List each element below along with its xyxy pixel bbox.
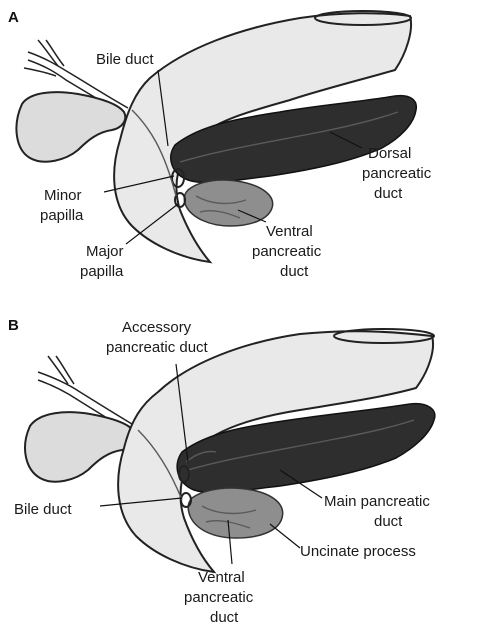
- panel-a-label-ventral-3: duct: [280, 263, 309, 280]
- panel-a-label-minor-2: papilla: [40, 207, 84, 224]
- panel-b-letter: B: [8, 317, 19, 334]
- panel-a-label-minor-1: Minor: [44, 187, 82, 204]
- panel-a-letter: A: [8, 9, 19, 26]
- panel-b-label-ventral-1: Ventral: [198, 569, 245, 586]
- panel-b-label-bile-duct: Bile duct: [14, 501, 72, 518]
- panel-a-label-major-1: Major: [86, 243, 124, 260]
- panel-b-label-ventral-2: pancreatic: [184, 589, 254, 606]
- panel-a-label-dorsal-1: Dorsal: [368, 145, 411, 162]
- panel-a-label-major-2: papilla: [80, 263, 124, 280]
- panel-b-label-accessory-2: pancreatic duct: [106, 339, 209, 356]
- panel-a-label-ventral-2: pancreatic: [252, 243, 322, 260]
- panel-a-gallbladder: [16, 92, 125, 162]
- panel-a-label-ventral-1: Ventral: [266, 223, 313, 240]
- panel-b-label-main-1: Main pancreatic: [324, 493, 430, 510]
- panel-b: B Accessory pan: [8, 317, 435, 626]
- panel-b-label-uncinate: Uncinate process: [300, 543, 416, 560]
- panel-a-label-dorsal-2: pancreatic: [362, 165, 432, 182]
- panel-a-label-dorsal-3: duct: [374, 185, 403, 202]
- panel-b-uncinate-leader: [270, 524, 300, 548]
- panel-a: A Bile duct D: [8, 9, 432, 280]
- panel-b-label-ventral-3: duct: [210, 609, 239, 626]
- panel-b-label-main-2: duct: [374, 513, 403, 530]
- panel-b-label-accessory-1: Accessory: [122, 319, 192, 336]
- panel-a-label-bile-duct: Bile duct: [96, 51, 154, 68]
